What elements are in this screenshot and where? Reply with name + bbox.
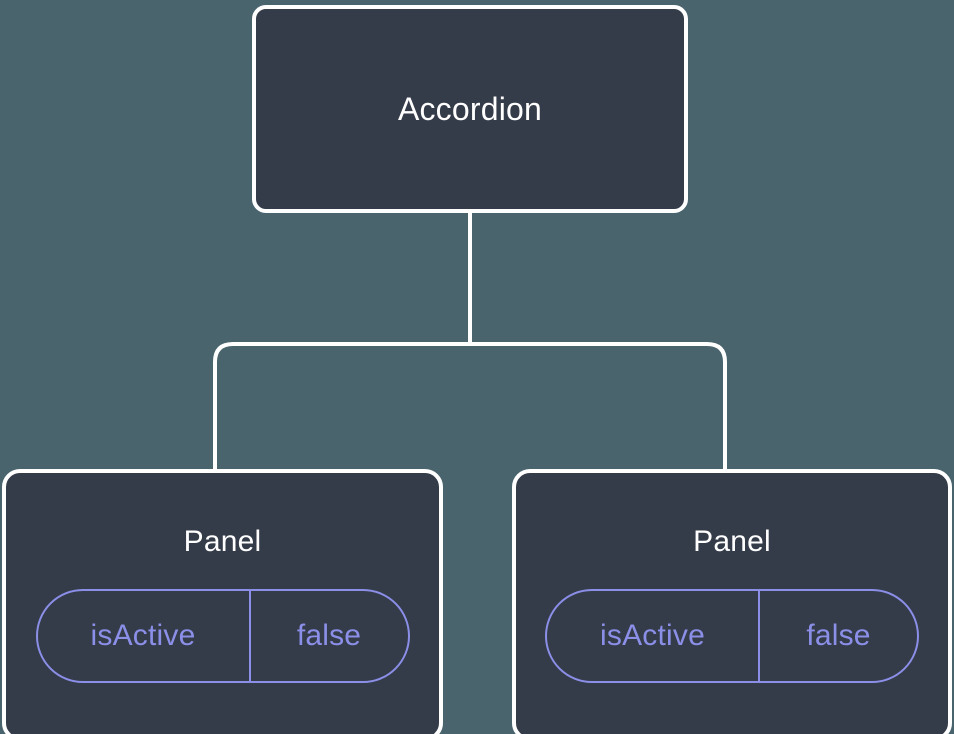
node-panel-1-label: Panel (183, 525, 262, 558)
prop-badge-panel-2[interactable]: isActive false (545, 589, 919, 683)
prop-badge-panel-2-value: false (806, 619, 871, 652)
node-panel-2-label: Panel (693, 525, 771, 558)
prop-badge-panel-1[interactable]: isActive false (35, 589, 410, 683)
prop-badge-panel-1-key: isActive (38, 591, 251, 681)
node-accordion-label: Accordion (397, 91, 543, 127)
edge-child-bus (213, 342, 727, 471)
node-panel-2[interactable]: Panel isActive false (512, 469, 952, 734)
prop-badge-panel-1-value: false (296, 619, 362, 652)
prop-badge-panel-2-key: isActive (547, 591, 760, 681)
node-panel-1[interactable]: Panel isActive false (2, 469, 443, 734)
node-accordion[interactable]: Accordion (252, 5, 688, 213)
